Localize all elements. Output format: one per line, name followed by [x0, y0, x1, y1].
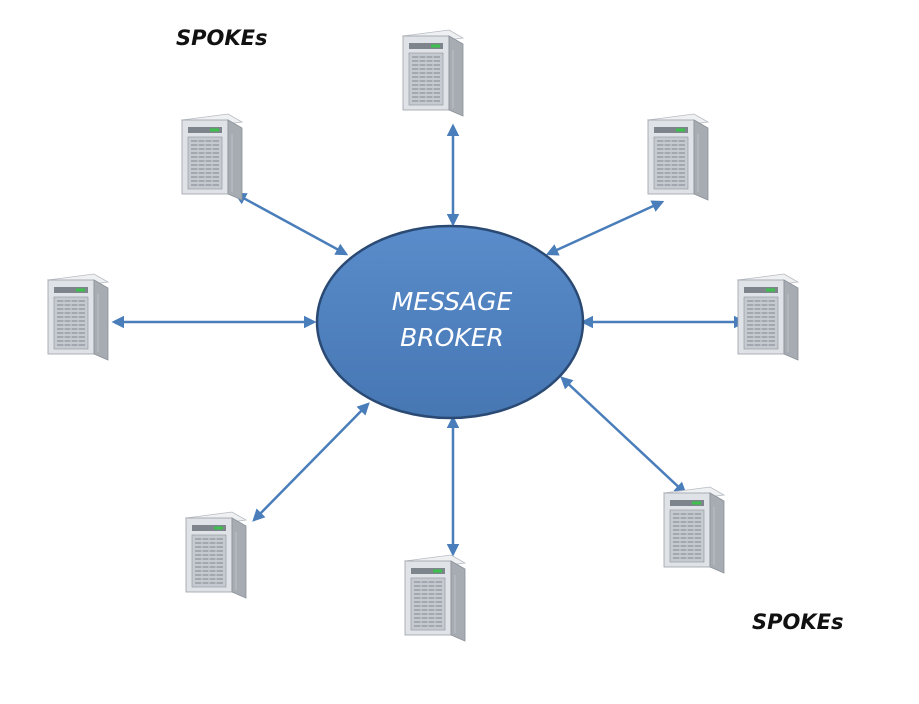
connection-arrows — [111, 123, 747, 557]
spokes-label-bottom: SPOKEs — [752, 610, 844, 634]
message-broker-label-line2: BROKER — [400, 323, 504, 352]
server-icon — [647, 113, 709, 201]
server-icon — [47, 273, 109, 361]
message-broker-label-line1: MESSAGE — [392, 287, 513, 316]
message-broker: MESSAGE BROKER — [315, 224, 585, 420]
server-icon — [185, 511, 247, 599]
arrow-bottom-left — [252, 402, 370, 522]
message-broker-ellipse — [315, 224, 585, 420]
server-icon — [181, 113, 243, 201]
server-icon — [737, 273, 799, 361]
arrow-top-left — [233, 192, 349, 256]
spokes-label-top: SPOKEs — [176, 26, 268, 50]
server-icon — [402, 29, 464, 117]
arrow-top-right — [545, 200, 665, 256]
server-icon — [404, 554, 466, 642]
server-icon — [663, 486, 725, 574]
arrow-bottom-right — [560, 376, 687, 495]
